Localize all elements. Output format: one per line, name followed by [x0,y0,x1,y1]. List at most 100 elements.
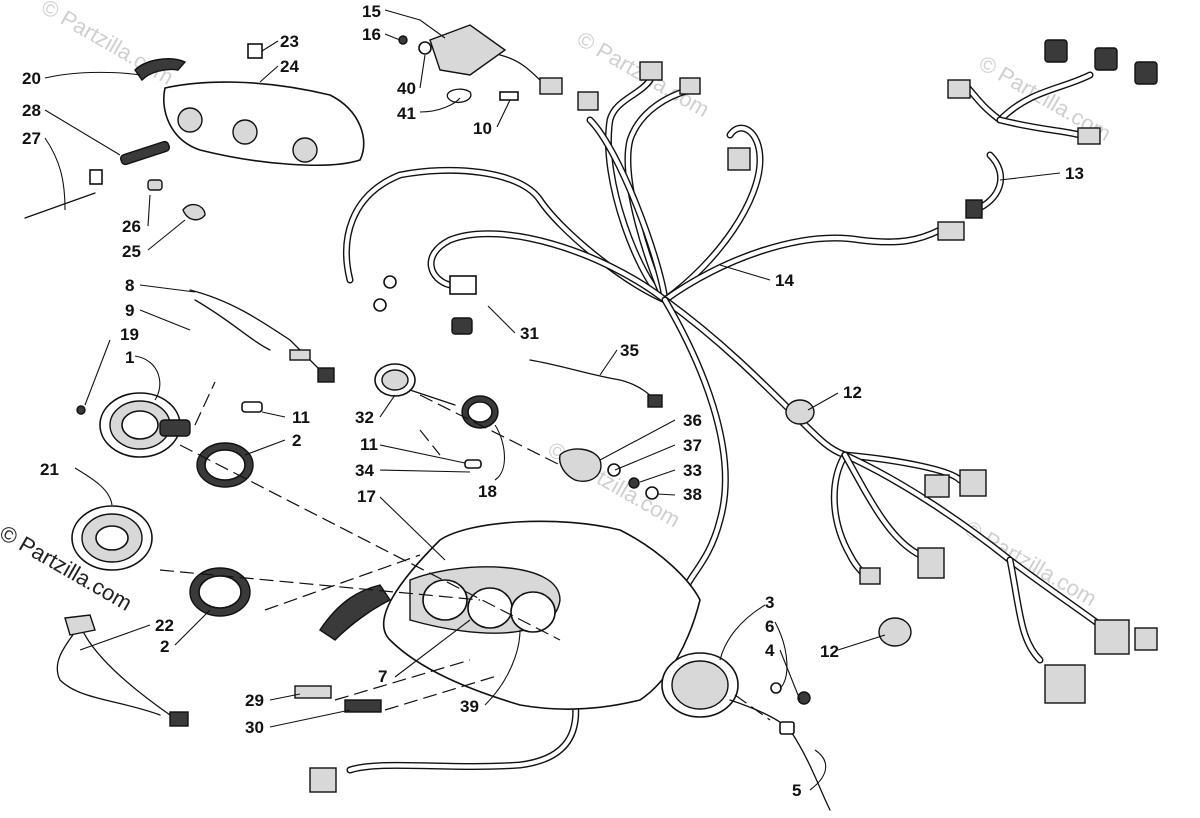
bracket [247,43,263,59]
callout-11: 11 [292,408,310,427]
connector [539,77,563,95]
callout-19: 19 [120,325,139,344]
connector [947,79,971,99]
callout-38: 38 [683,485,702,504]
callout-24: 24 [280,57,299,76]
bulb-socket [182,203,206,221]
callout-22: 22 [155,616,174,635]
connector [859,567,881,585]
callout-3: 3 [765,593,774,612]
watermark-text: © Partzilla.com [960,515,1101,611]
connector [937,221,965,241]
clip [878,617,912,647]
callout-5: 5 [792,781,801,800]
callout-31: 31 [520,324,539,343]
callout-34: 34 [355,461,374,480]
callout-15: 15 [362,2,381,21]
callout-41: 41 [397,104,416,123]
bracket [319,584,392,641]
ring-terminal [373,298,387,312]
connector [647,394,663,408]
gauge-3 [661,399,912,811]
tail-light-assembly [24,43,365,221]
bulb [241,401,263,413]
connector [1077,127,1101,145]
leader-lines [44,9,1061,791]
callout-6: 6 [765,617,774,636]
sub-harness-13 [947,39,1158,219]
voltage-regulator [398,24,563,104]
callout-11: 11 [360,435,378,454]
callout-12: 12 [820,642,839,661]
callout-35: 35 [620,341,639,360]
callout-14: 14 [775,271,794,290]
callout-25: 25 [122,242,141,261]
callout-21: 21 [40,460,59,479]
callout-23: 23 [280,32,299,51]
connector [1134,61,1158,85]
cable-end [779,721,795,735]
connector [679,77,701,95]
connector [965,199,983,219]
callout-16: 16 [362,25,381,44]
callout-13: 13 [1065,164,1084,183]
connector [169,711,189,727]
ring-terminal [383,275,397,289]
callout-10: 10 [473,119,492,138]
clip [785,399,815,425]
callout-40: 40 [397,79,416,98]
sensor [64,614,96,636]
callout-37: 37 [683,436,702,455]
callout-2: 2 [160,637,169,656]
connector [727,147,751,171]
callout-30: 30 [245,718,264,737]
callout-20: 20 [22,69,41,88]
connector [1134,627,1158,651]
spring [120,140,170,166]
callout-4: 4 [765,641,775,660]
decal [294,685,332,699]
callout-8: 8 [125,276,134,295]
connector [639,61,663,81]
connector [1044,664,1086,704]
callout-33: 33 [683,461,702,480]
bulb [76,405,86,415]
callout-36: 36 [683,411,702,430]
callout-1: 1 [125,348,134,367]
connector [1094,47,1118,71]
watermark-text: © Partzilla.com [37,0,178,90]
decal [344,699,382,713]
bulb [464,459,482,469]
clip [89,169,103,185]
callout-26: 26 [122,217,141,236]
dash-console [294,520,701,713]
connector [449,275,477,295]
callout-18: 18 [478,482,497,501]
connector [309,767,337,793]
grommet [134,58,187,82]
explode-lines [159,381,771,721]
connector [289,349,311,361]
connector [1044,39,1068,63]
connector [577,91,599,111]
connector [1094,619,1130,655]
callout-32: 32 [355,408,374,427]
switch [558,448,602,482]
connector [917,547,945,579]
callout-39: 39 [460,697,479,716]
callout-17: 17 [357,487,376,506]
connector [959,469,987,497]
callout-28: 28 [22,101,41,120]
bolt [499,91,519,101]
callout-12: 12 [843,383,862,402]
callout-27: 27 [22,129,41,148]
connector [451,317,473,335]
callout-7: 7 [378,667,387,686]
connector [924,474,950,498]
callout-labels: 15 16 40 41 10 23 24 20 28 27 26 25 13 1… [22,2,1084,800]
gauge-1 [76,289,335,488]
callout-2: 2 [292,431,301,450]
connector [317,367,335,383]
gauge-32 [374,359,663,500]
